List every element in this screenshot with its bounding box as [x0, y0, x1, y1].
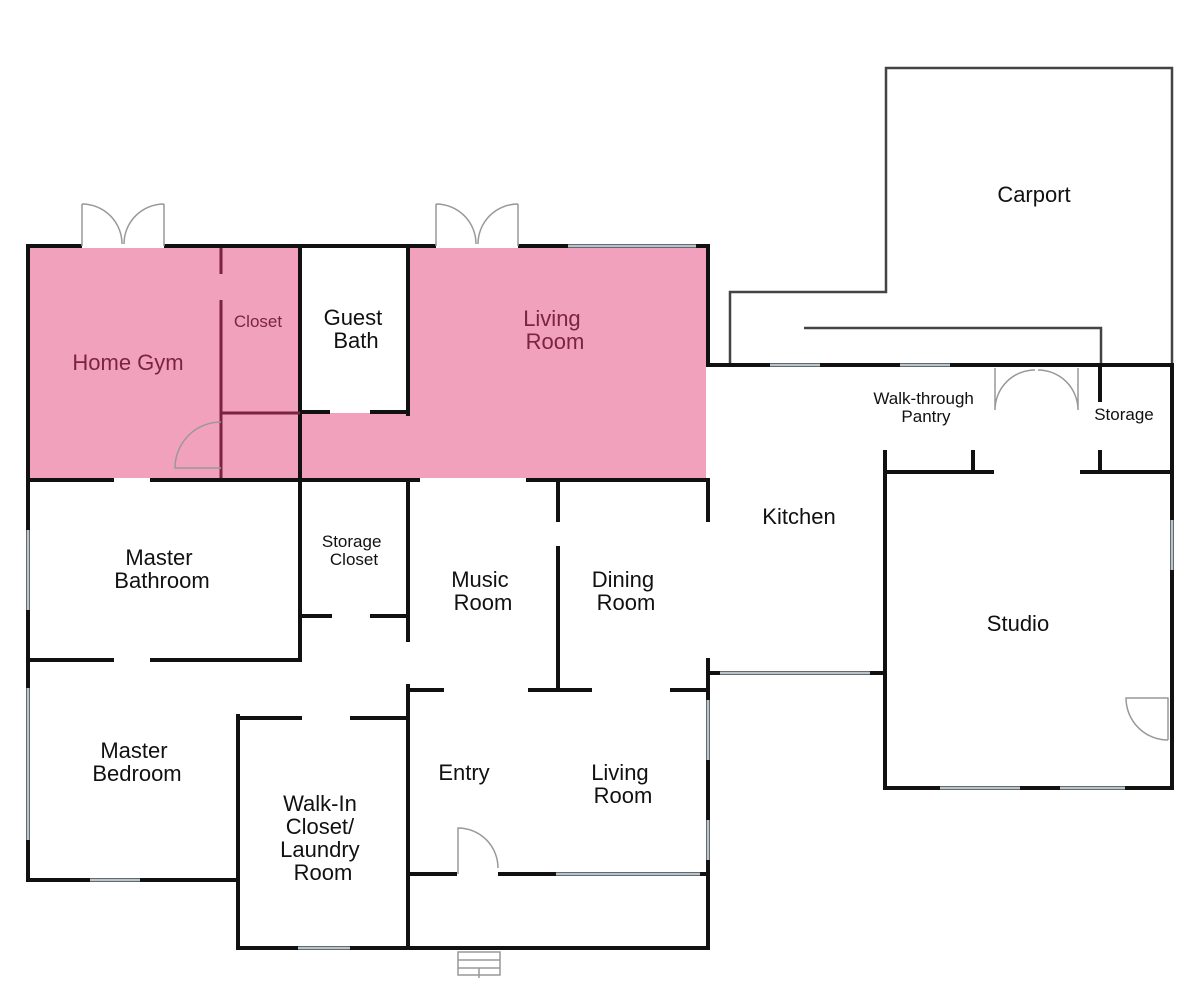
- double-door-home-gym: [81, 203, 165, 246]
- home-gym-label: Home Gym: [72, 350, 183, 375]
- double-door-kitchen: [994, 368, 1079, 411]
- walk-in-closet-label: Walk-In Closet/ Laundry Room: [280, 791, 366, 885]
- hallway-highlight: [222, 413, 410, 478]
- dining-room-label: Dining Room: [592, 567, 661, 615]
- kitchen-label: Kitchen: [762, 504, 835, 529]
- master-bedroom-label: Master Bedroom: [92, 738, 181, 786]
- highlight-walls: [219, 248, 300, 478]
- door-studio: [1125, 697, 1169, 741]
- porch-wall: [406, 873, 710, 950]
- double-door-living-room: [435, 203, 519, 246]
- door-hallway: [174, 421, 222, 469]
- living-room-bottom-label: Living Room: [591, 760, 655, 808]
- storage-closet-label: Storage Closet: [322, 532, 386, 569]
- living-room-highlight: [410, 248, 706, 478]
- studio-label: Studio: [987, 611, 1049, 636]
- entry-label: Entry: [438, 760, 489, 785]
- carport-outline: [728, 66, 1174, 365]
- windows: [26, 244, 1174, 950]
- carport-wall: [728, 66, 1174, 365]
- music-room-label: Music Room: [451, 567, 515, 615]
- window: [90, 878, 350, 950]
- entry-steps: [457, 951, 501, 978]
- highlighted-area: [28, 248, 706, 478]
- living-room-top-label: Living Room: [523, 306, 587, 354]
- doors: [81, 203, 1169, 978]
- laundry-left-wall: [236, 714, 410, 950]
- carport-label: Carport: [997, 182, 1070, 207]
- walk-through-pantry-label: Walk-through Pantry: [873, 389, 978, 426]
- storage-label: Storage: [1094, 405, 1154, 424]
- master-bathroom-label: Master Bathroom: [114, 545, 209, 593]
- guest-bath-label: Guest Bath: [324, 305, 389, 353]
- room-labels: Carport Home Gym Closet Guest Bath Livin…: [72, 182, 1153, 885]
- door-entry: [457, 827, 499, 874]
- closet-label: Closet: [234, 312, 282, 331]
- carport-inner-wall: [804, 326, 1103, 365]
